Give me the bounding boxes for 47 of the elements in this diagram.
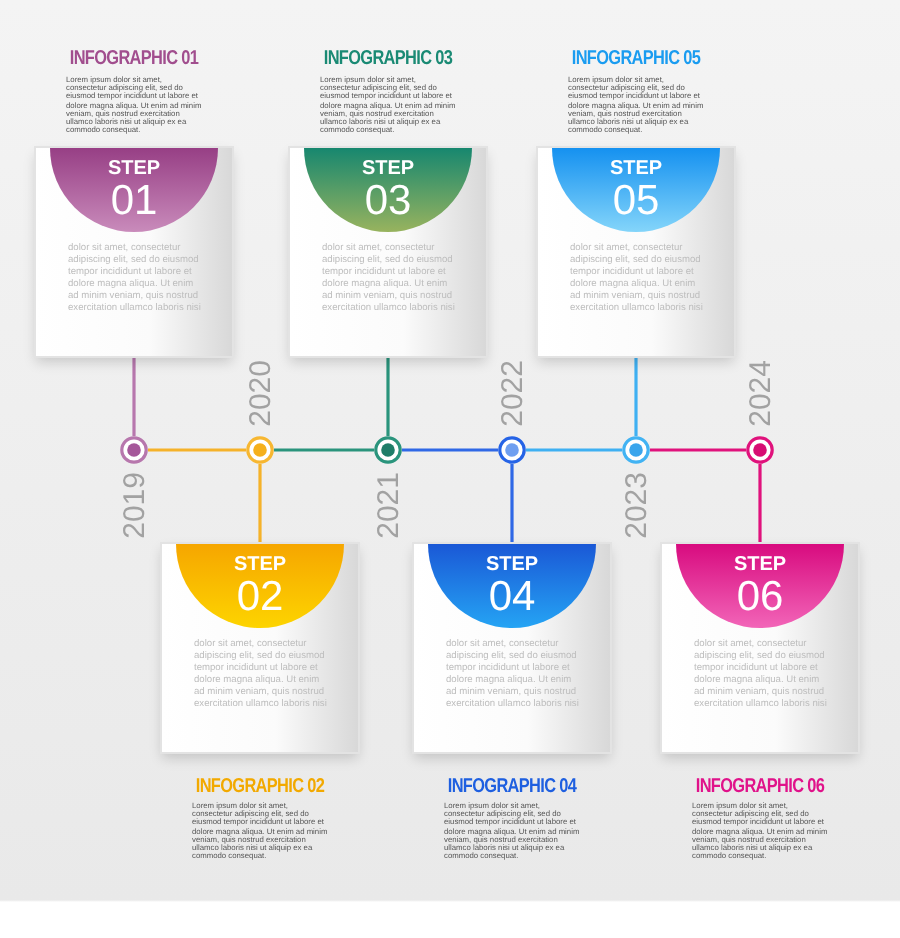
timeline-dot-icon — [246, 436, 274, 464]
year-label: 2024 — [745, 359, 775, 426]
infographic-heading: INFOGRAPHIC 02 — [195, 776, 325, 800]
infographic-heading: INFOGRAPHIC 03 — [323, 48, 453, 72]
connector-line — [526, 448, 622, 452]
step-number: 06 — [736, 576, 784, 618]
step-label: STEP — [609, 160, 663, 180]
step-label: STEP — [733, 556, 787, 576]
step-number: 01 — [110, 180, 158, 222]
card-panel — [538, 148, 734, 356]
card-panel — [162, 544, 358, 752]
connector-line — [274, 448, 374, 452]
year-label: 2021 — [373, 472, 403, 539]
year-label: 2019 — [119, 472, 149, 539]
connector-line — [634, 356, 638, 436]
timeline-dot-icon — [120, 436, 148, 464]
step-label: STEP — [485, 556, 539, 576]
step-number: 03 — [364, 180, 412, 222]
step-label: STEP — [107, 160, 161, 180]
infographic-heading: INFOGRAPHIC 04 — [447, 776, 577, 800]
infographic-heading: INFOGRAPHIC 06 — [695, 776, 825, 800]
connector-line — [386, 356, 390, 436]
timeline-dot-icon — [746, 436, 774, 464]
card-panel — [662, 544, 858, 752]
connector-line — [402, 448, 498, 452]
year-label: 2022 — [497, 359, 527, 426]
timeline-dot-icon — [498, 436, 526, 464]
connector-line — [510, 464, 514, 544]
timeline-dot-icon — [622, 436, 650, 464]
connector-line — [258, 464, 262, 544]
infographic-heading: INFOGRAPHIC 05 — [571, 48, 701, 72]
card-panel — [36, 148, 232, 356]
card-panel — [414, 544, 610, 752]
step-label: STEP — [233, 556, 287, 576]
card-panel — [290, 148, 486, 356]
step-label: STEP — [361, 160, 415, 180]
step-number: 05 — [612, 180, 660, 222]
timeline-dot-icon — [374, 436, 402, 464]
year-label: 2023 — [621, 472, 651, 539]
connector-line — [758, 464, 762, 544]
infographic-heading: INFOGRAPHIC 01 — [69, 48, 199, 72]
step-number: 02 — [236, 576, 284, 618]
connector-line — [650, 448, 746, 452]
connector-line — [148, 448, 246, 452]
year-label: 2020 — [245, 359, 275, 426]
connector-line — [132, 356, 136, 436]
step-number: 04 — [488, 576, 536, 618]
